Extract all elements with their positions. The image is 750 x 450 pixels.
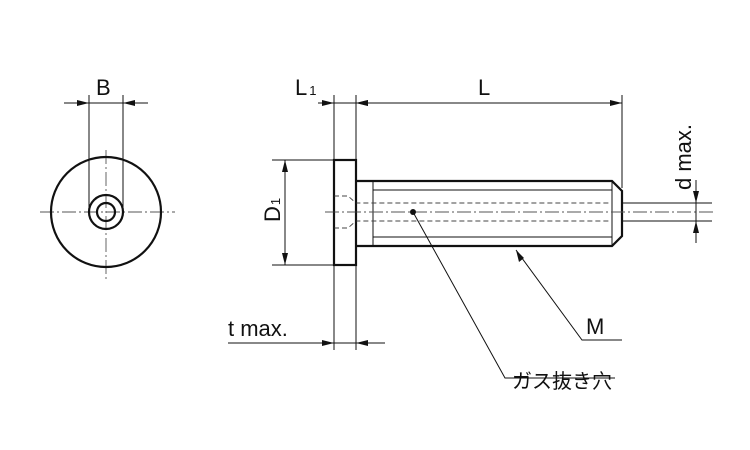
- d1-label: D1: [260, 198, 285, 222]
- l-label: L: [478, 75, 490, 100]
- d1-label-sub: 1: [268, 198, 283, 205]
- t-max-arrow-left: [322, 340, 334, 346]
- b-label: B: [96, 75, 111, 100]
- screw-shank: [356, 179, 624, 248]
- socket-inner-circle: [95, 201, 117, 223]
- end-view: [40, 150, 175, 280]
- l-arrow-right: [610, 100, 622, 106]
- m-leader-arrow: [516, 250, 524, 262]
- dimension-b: B: [64, 75, 148, 210]
- d1-arrow-bottom: [282, 253, 288, 265]
- d-max-arrow-top: [693, 191, 699, 203]
- vent-hole-hidden-top: [334, 195, 612, 204]
- dimension-d1: D1: [260, 159, 334, 266]
- b-arrow-right: [123, 100, 135, 106]
- screw-head: [332, 158, 358, 267]
- d1-label-main: D: [260, 206, 285, 222]
- d-max-arrow-bottom: [693, 221, 699, 233]
- socket-outer-circle: [87, 193, 125, 231]
- m-label: M: [586, 314, 604, 339]
- m-leader-line: [515, 249, 622, 341]
- dimension-t-max: t max.: [228, 316, 385, 346]
- d1-arrow-top: [282, 160, 288, 172]
- l1-label-main: L: [295, 75, 307, 100]
- gas-vent-hole-leader-line: [412, 211, 615, 379]
- t-max-label: t max.: [228, 316, 288, 341]
- dimension-d-max: d max.: [622, 124, 712, 243]
- t-max-arrow-right: [356, 340, 368, 346]
- l1-arrow-left: [322, 100, 334, 106]
- vent-hole-hidden-bottom: [334, 220, 612, 229]
- leader-m: M: [515, 249, 622, 341]
- head-outer-circle: [49, 155, 163, 269]
- side-view: [325, 158, 715, 267]
- dimension-l: L: [356, 75, 623, 188]
- b-arrow-left: [77, 100, 89, 106]
- leader-gas-vent-hole: ガス抜き穴: [410, 209, 615, 393]
- l-arrow-left: [356, 100, 368, 106]
- l1-label-sub: 1: [309, 83, 316, 98]
- d-max-label: d max.: [671, 124, 696, 190]
- gas-vent-hole-label: ガス抜き穴: [512, 369, 612, 393]
